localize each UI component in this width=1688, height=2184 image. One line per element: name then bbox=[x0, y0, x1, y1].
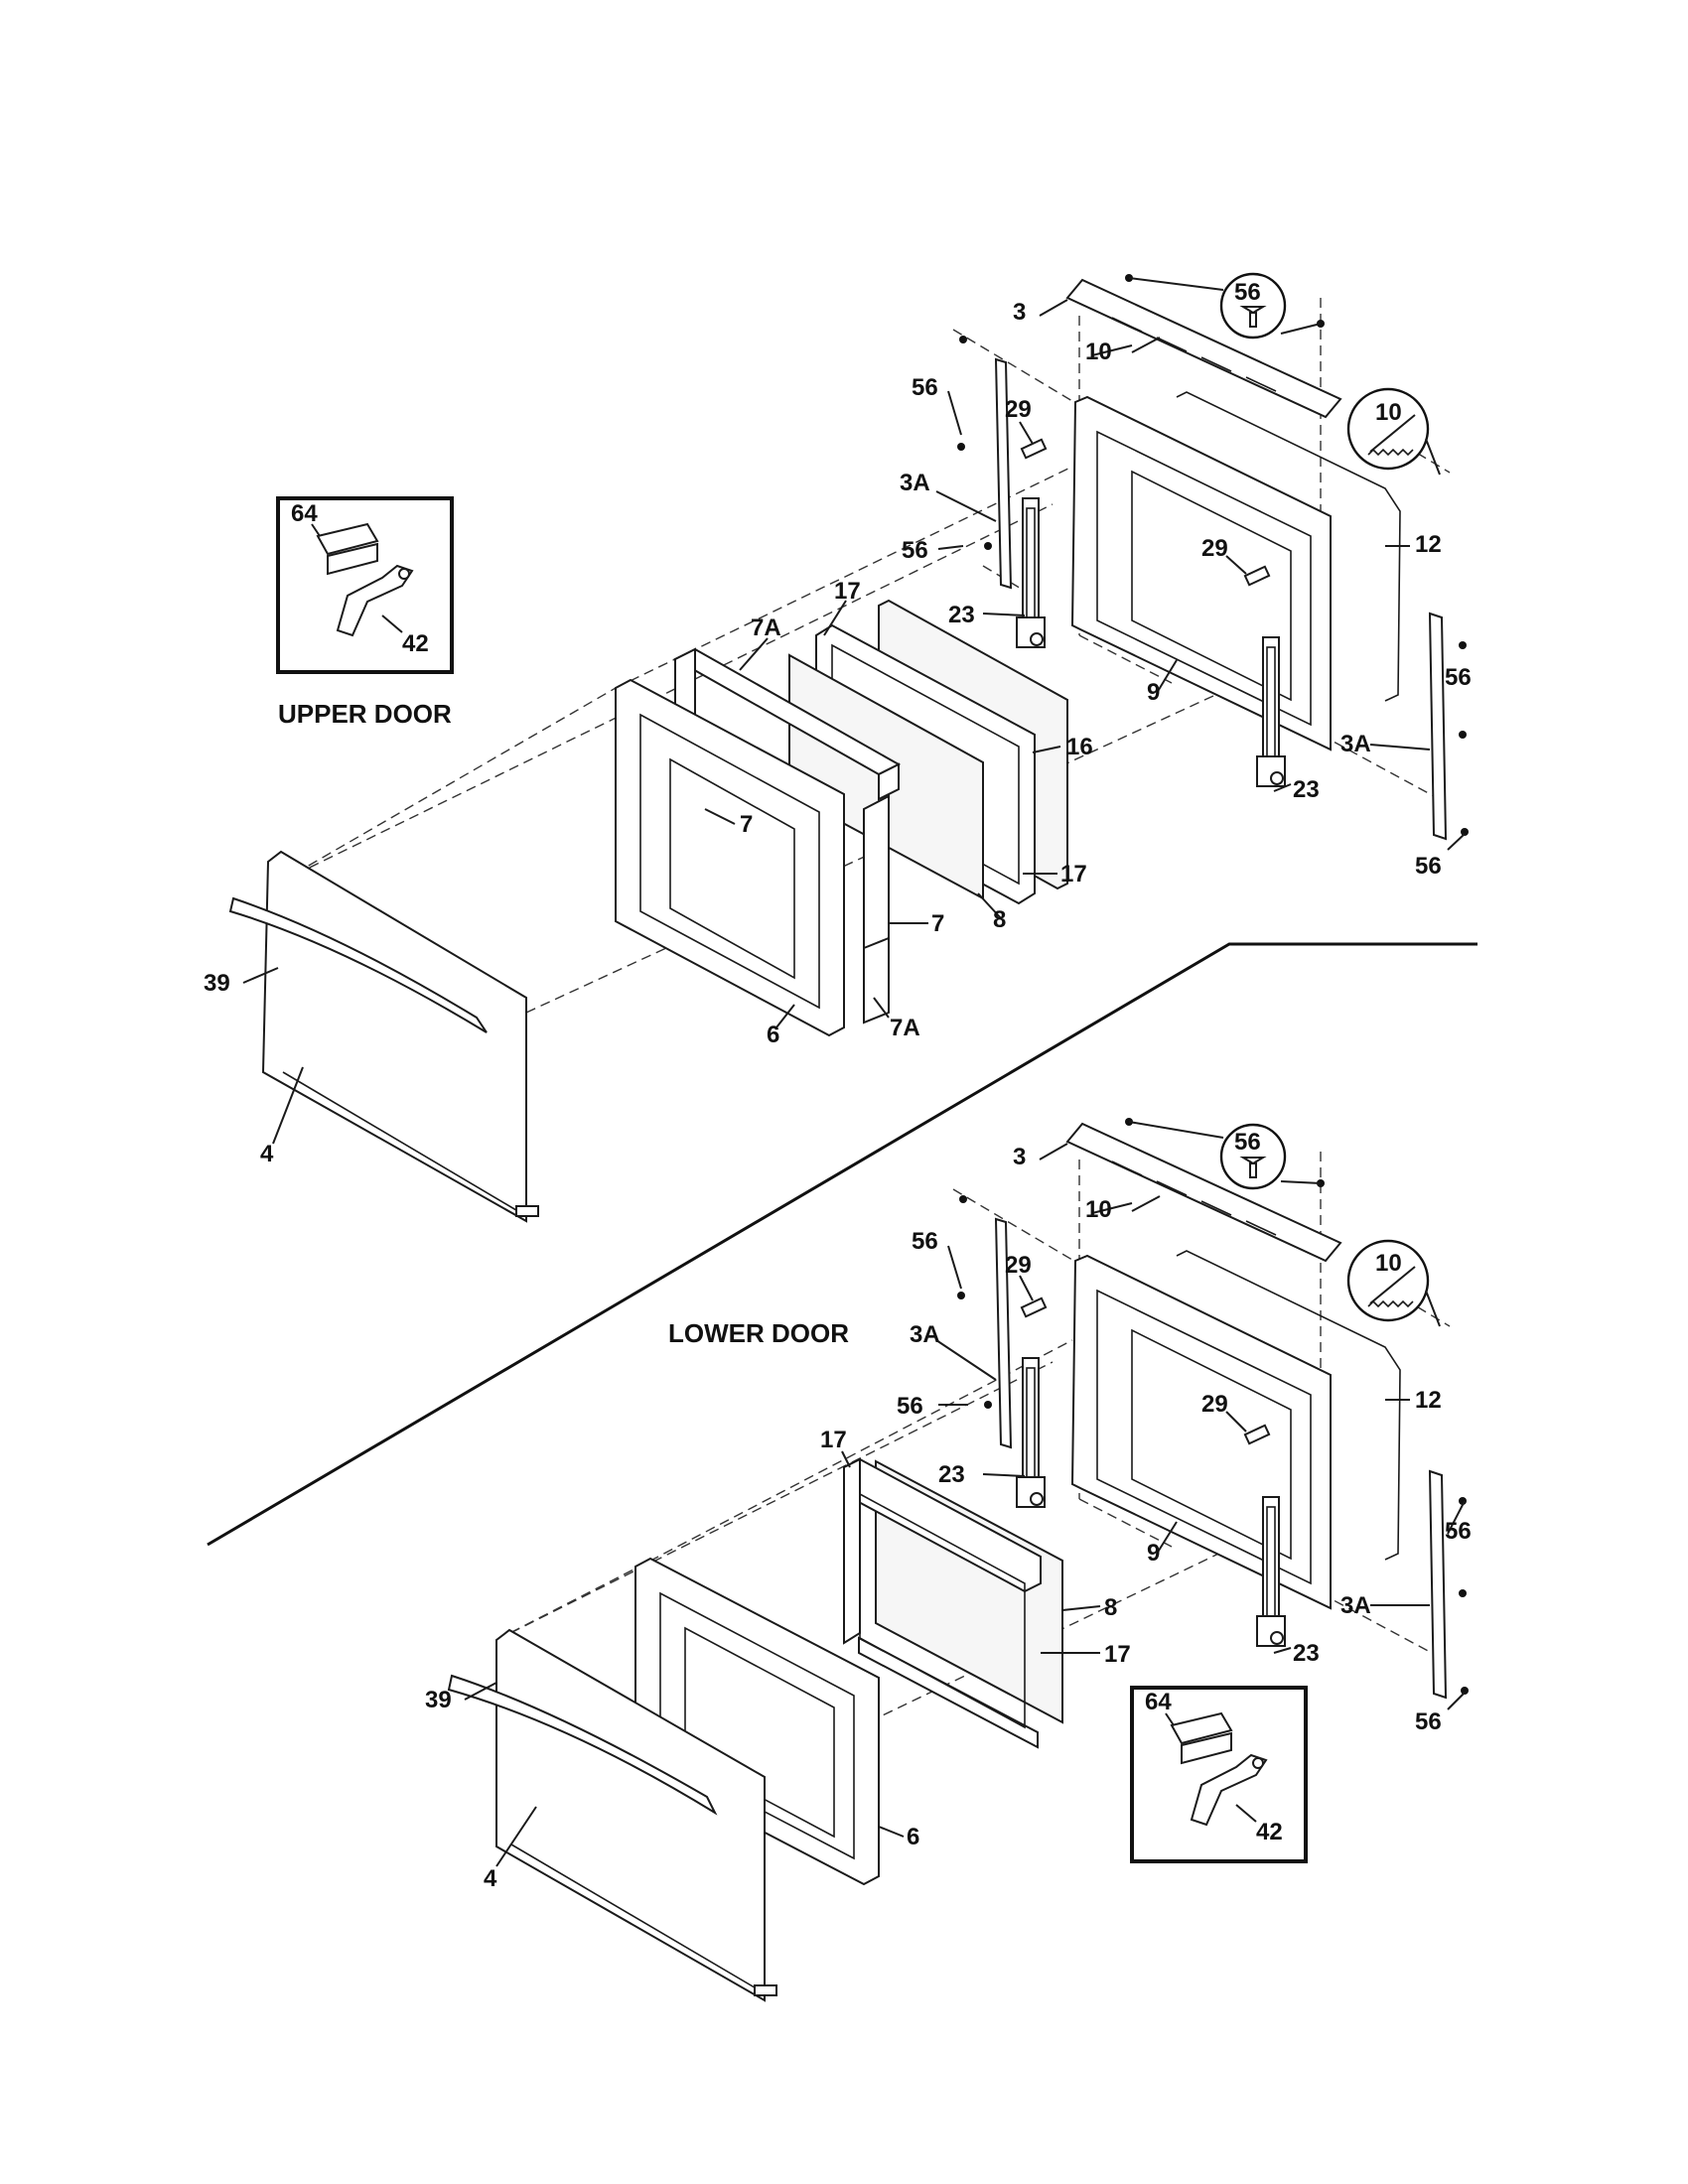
lower-pin-29-right bbox=[1243, 1424, 1271, 1445]
upper-inset-box bbox=[276, 496, 454, 674]
upper-label-8: 8 bbox=[993, 906, 1006, 933]
upper-label-7a-bottom: 7A bbox=[890, 1015, 920, 1041]
lower-vent-trim-3 bbox=[1065, 1122, 1342, 1263]
lower-label-12: 12 bbox=[1415, 1387, 1442, 1414]
upper-label-12: 12 bbox=[1415, 531, 1442, 558]
lower-side-trim-3a-right bbox=[1428, 1469, 1448, 1700]
lower-screw-10 bbox=[1131, 1195, 1161, 1212]
upper-insulation-7a-bottom bbox=[863, 936, 890, 1024]
upper-label-10-detail: 10 bbox=[1375, 399, 1402, 426]
lower-label-10: 10 bbox=[1085, 1196, 1112, 1223]
lower-label-17-bottom: 17 bbox=[1104, 1641, 1131, 1668]
upper-pin-29-right bbox=[1243, 565, 1271, 587]
upper-label-56-right-bottom: 56 bbox=[1415, 853, 1442, 880]
upper-label-23-left: 23 bbox=[948, 602, 975, 628]
upper-label-56-right-mid: 56 bbox=[1445, 664, 1472, 691]
lower-label-3a-left: 3A bbox=[910, 1321, 940, 1348]
lower-label-56-right-bottom: 56 bbox=[1415, 1708, 1442, 1735]
upper-label-4: 4 bbox=[260, 1141, 274, 1167]
lower-handle-39 bbox=[447, 1674, 718, 1816]
upper-outer-door-panel-4 bbox=[261, 850, 539, 1223]
lower-label-4: 4 bbox=[484, 1865, 497, 1892]
upper-label-17-bottom: 17 bbox=[1060, 861, 1087, 887]
upper-label-29-right: 29 bbox=[1201, 535, 1228, 562]
upper-label-3a-right: 3A bbox=[1340, 731, 1371, 757]
upper-label-3: 3 bbox=[1013, 299, 1026, 326]
lower-label-23-right: 23 bbox=[1293, 1640, 1320, 1667]
upper-label-42: 42 bbox=[402, 630, 429, 657]
lower-label-29-left: 29 bbox=[1005, 1252, 1032, 1279]
upper-label-23-right: 23 bbox=[1293, 776, 1320, 803]
upper-label-56-detail: 56 bbox=[1234, 279, 1261, 306]
lower-label-6: 6 bbox=[907, 1824, 919, 1850]
upper-label-56-left-mid: 56 bbox=[902, 537, 928, 564]
upper-door-assembly: UPPER DOOR 3 56 10 10 56 29 3A 12 56 29 … bbox=[204, 272, 1472, 1223]
upper-label-3a-left: 3A bbox=[900, 470, 930, 496]
section-divider-line bbox=[207, 942, 1477, 1547]
lower-label-56-left-top: 56 bbox=[912, 1228, 938, 1255]
upper-door-title: UPPER DOOR bbox=[278, 699, 452, 729]
lower-label-17-top: 17 bbox=[820, 1427, 847, 1453]
upper-label-16: 16 bbox=[1066, 734, 1093, 760]
upper-pin-29-left bbox=[1020, 438, 1048, 460]
lower-screw-detail-56 bbox=[1128, 1121, 1322, 1190]
upper-label-64: 64 bbox=[291, 500, 318, 527]
upper-label-6: 6 bbox=[767, 1022, 779, 1048]
lower-label-10-detail: 10 bbox=[1375, 1250, 1402, 1277]
upper-door-liner-6 bbox=[615, 678, 845, 1037]
upper-leader-lines bbox=[242, 299, 1466, 1145]
lower-label-3: 3 bbox=[1013, 1144, 1026, 1170]
lower-label-56-right-mid: 56 bbox=[1445, 1518, 1472, 1545]
lower-leader-lines bbox=[464, 1143, 1466, 1867]
upper-label-10: 10 bbox=[1085, 339, 1112, 365]
upper-label-56-left-top: 56 bbox=[912, 374, 938, 401]
upper-screw-detail-10 bbox=[1346, 387, 1441, 476]
lower-label-8: 8 bbox=[1104, 1594, 1117, 1621]
lower-label-9: 9 bbox=[1147, 1540, 1160, 1567]
upper-label-7a-top: 7A bbox=[751, 614, 781, 641]
lower-screw-detail-10 bbox=[1346, 1239, 1441, 1327]
lower-label-56-detail: 56 bbox=[1234, 1129, 1261, 1156]
lower-glass-frame-17 bbox=[843, 1457, 1042, 1749]
lower-inner-door-12 bbox=[1070, 1250, 1401, 1610]
lower-inset-box bbox=[1130, 1686, 1308, 1863]
lower-label-42: 42 bbox=[1256, 1819, 1283, 1845]
upper-label-17-top: 17 bbox=[834, 578, 861, 605]
upper-side-trim-3a-right bbox=[1428, 612, 1448, 841]
upper-screw-10 bbox=[1131, 337, 1161, 353]
lower-label-56-left-mid: 56 bbox=[897, 1393, 923, 1420]
upper-screws-56 bbox=[957, 274, 1469, 836]
lower-label-3a-right: 3A bbox=[1340, 1592, 1371, 1619]
upper-vent-trim-3 bbox=[1065, 278, 1342, 419]
upper-label-7-bottom: 7 bbox=[931, 910, 944, 937]
lower-door-title: LOWER DOOR bbox=[668, 1318, 849, 1348]
lower-pin-29-left bbox=[1020, 1297, 1048, 1318]
upper-side-trim-3a-left bbox=[994, 357, 1013, 590]
upper-handle-39 bbox=[228, 896, 488, 1033]
lower-label-64: 64 bbox=[1145, 1689, 1172, 1715]
lower-hinge-23-left bbox=[1016, 1357, 1046, 1508]
upper-label-39: 39 bbox=[204, 970, 230, 997]
lower-label-39: 39 bbox=[425, 1687, 452, 1713]
upper-label-9: 9 bbox=[1147, 679, 1160, 706]
lower-side-trim-3a-left bbox=[994, 1217, 1013, 1449]
upper-screw-detail-56 bbox=[1128, 272, 1322, 340]
upper-label-7-top: 7 bbox=[740, 811, 753, 838]
lower-door-assembly: LOWER DOOR 3 56 10 10 56 29 3A 12 56 29 … bbox=[425, 1118, 1472, 2002]
lower-label-29-right: 29 bbox=[1201, 1391, 1228, 1418]
lower-label-23-left: 23 bbox=[938, 1461, 965, 1488]
upper-hinge-23-left bbox=[1016, 497, 1046, 648]
upper-label-29-left: 29 bbox=[1005, 396, 1032, 423]
lower-door-liner-6 bbox=[634, 1557, 880, 1886]
